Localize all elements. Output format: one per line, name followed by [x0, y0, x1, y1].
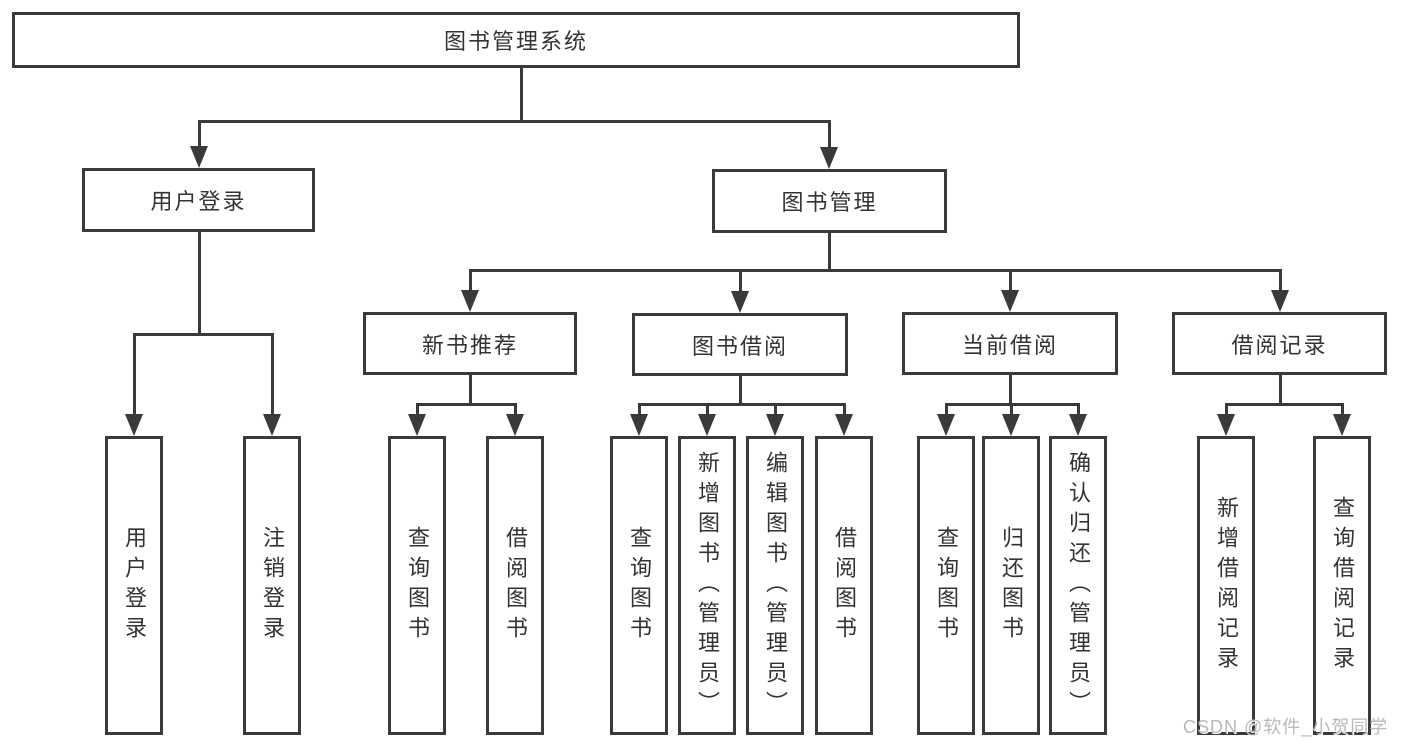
- leaf-label: 确认归还（管理员）: [1066, 450, 1091, 721]
- arrow-down-icon: [1069, 414, 1087, 436]
- arrow-down-icon: [731, 291, 749, 313]
- leaf-label: 用户登录: [122, 525, 147, 646]
- connector-line: [1077, 403, 1080, 418]
- node-current-borrowing: 当前借阅: [902, 312, 1118, 375]
- leaf-label: 查询图书: [405, 525, 430, 646]
- connector-line: [271, 333, 274, 418]
- connector-line: [198, 120, 201, 150]
- arrow-down-icon: [835, 414, 853, 436]
- arrow-down-icon: [506, 414, 524, 436]
- connector-line: [469, 269, 1282, 272]
- connector-line: [514, 403, 517, 418]
- leaf-confirm-return-admin: 确认归还（管理员）: [1049, 436, 1107, 735]
- connector-line: [638, 403, 846, 406]
- leaf-label: 编辑图书（管理员）: [763, 450, 788, 721]
- connector-line: [133, 333, 136, 418]
- leaf-logout: 注销登录: [243, 436, 301, 735]
- connector-line: [416, 403, 419, 418]
- leaf-borrow-books-recommend: 借阅图书: [486, 436, 544, 735]
- leaf-label: 新增图书（管理员）: [695, 450, 720, 721]
- arrow-down-icon: [1271, 290, 1289, 312]
- node-borrow-records: 借阅记录: [1172, 312, 1387, 375]
- arrow-down-icon: [125, 414, 143, 436]
- arrow-down-icon: [937, 414, 955, 436]
- connector-line: [774, 403, 777, 418]
- node-new-book-recommend: 新书推荐: [363, 312, 577, 375]
- leaf-label: 借阅图书: [832, 525, 857, 646]
- connector-line: [706, 403, 709, 418]
- arrow-down-icon: [461, 290, 479, 312]
- arrow-down-icon: [408, 414, 426, 436]
- node-user-login: 用户登录: [82, 168, 315, 232]
- leaf-label: 查询借阅记录: [1330, 495, 1355, 676]
- leaf-user-login: 用户登录: [105, 436, 163, 735]
- connector-line: [520, 65, 523, 123]
- leaf-label: 新增借阅记录: [1214, 495, 1239, 676]
- leaf-label: 查询图书: [934, 525, 959, 646]
- arrow-down-icon: [1002, 414, 1020, 436]
- connector-line: [1009, 269, 1012, 294]
- connector-line: [198, 229, 201, 336]
- arrow-down-icon: [820, 147, 838, 169]
- connector-line: [1341, 403, 1344, 418]
- arrow-down-icon: [630, 414, 648, 436]
- arrow-down-icon: [766, 414, 784, 436]
- connector-line: [416, 403, 517, 406]
- connector-line: [1225, 403, 1344, 406]
- connector-line: [198, 120, 831, 123]
- connector-line: [1279, 372, 1282, 406]
- connector-line: [1279, 269, 1282, 294]
- connector-line: [469, 269, 472, 294]
- leaf-add-books-admin: 新增图书（管理员）: [678, 436, 736, 735]
- arrow-down-icon: [1333, 414, 1351, 436]
- connector-line: [945, 403, 948, 418]
- arrow-down-icon: [1001, 290, 1019, 312]
- connector-line: [843, 403, 846, 418]
- leaf-query-books-borrow: 查询图书: [610, 436, 668, 735]
- leaf-query-borrow-record: 查询借阅记录: [1313, 436, 1371, 735]
- node-book-borrowing: 图书借阅: [632, 313, 848, 376]
- arrow-down-icon: [263, 414, 281, 436]
- leaf-edit-books-admin: 编辑图书（管理员）: [746, 436, 804, 735]
- connector-line: [638, 403, 641, 418]
- node-root-system: 图书管理系统: [12, 12, 1020, 68]
- connector-line: [133, 333, 274, 336]
- arrow-down-icon: [1217, 414, 1235, 436]
- connector-line: [1009, 372, 1012, 406]
- connector-line: [1010, 403, 1013, 418]
- connector-line: [828, 120, 831, 150]
- arrow-down-icon: [190, 146, 208, 168]
- leaf-label: 查询图书: [627, 525, 652, 646]
- connector-line: [469, 372, 472, 406]
- leaf-add-borrow-record: 新增借阅记录: [1197, 436, 1255, 735]
- connector-line: [828, 230, 831, 272]
- leaf-label: 注销登录: [260, 525, 285, 646]
- arrow-down-icon: [698, 414, 716, 436]
- leaf-label: 归还图书: [999, 525, 1024, 646]
- leaf-label: 借阅图书: [503, 525, 528, 646]
- leaf-return-books: 归还图书: [982, 436, 1040, 735]
- csdn-watermark: CSDN @软件_小贺同学: [1183, 717, 1389, 737]
- leaf-query-books-current: 查询图书: [917, 436, 975, 735]
- connector-line: [739, 373, 742, 406]
- connector-line: [739, 269, 742, 294]
- node-book-management: 图书管理: [712, 169, 947, 233]
- leaf-borrow-books: 借阅图书: [815, 436, 873, 735]
- connector-line: [1225, 403, 1228, 418]
- leaf-query-books-recommend: 查询图书: [388, 436, 446, 735]
